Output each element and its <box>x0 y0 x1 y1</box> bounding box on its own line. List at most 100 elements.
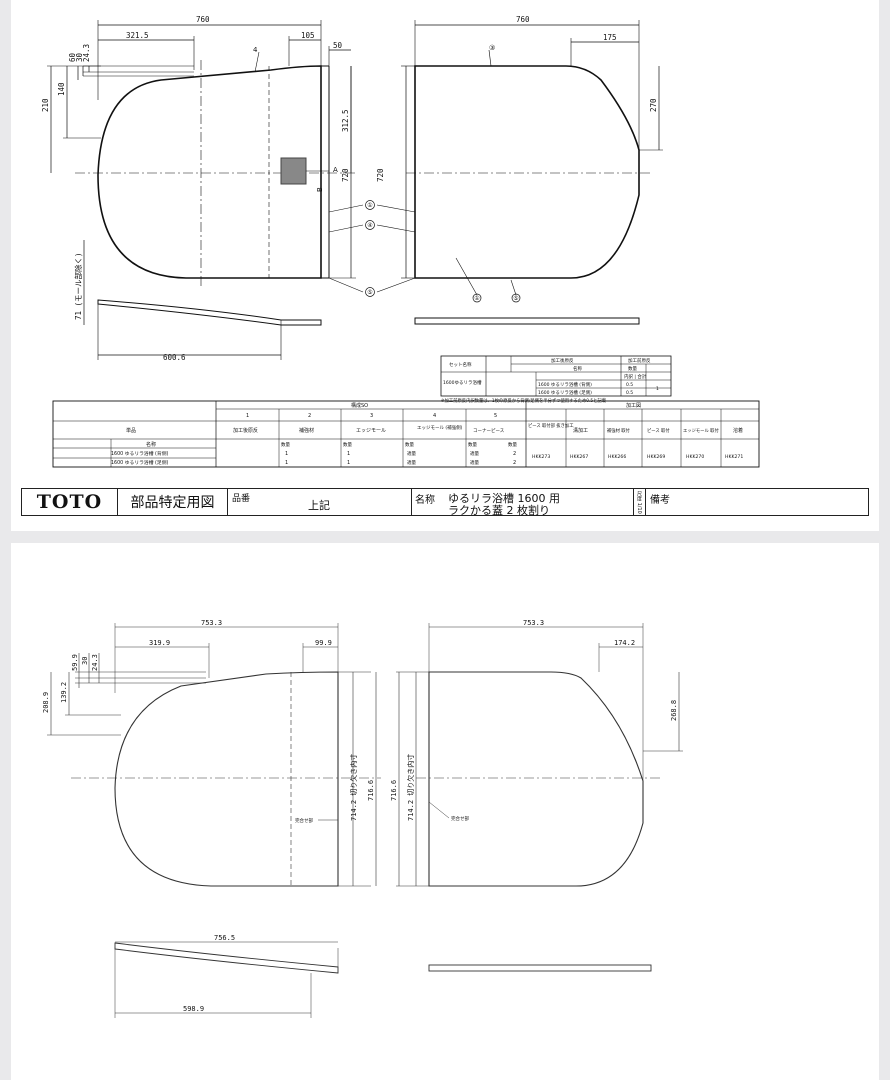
scale-cell: 尺度 1/10 <box>634 489 646 515</box>
set-table-total: 1 <box>656 386 659 392</box>
s2-dim-arc: 756.5 <box>214 934 235 942</box>
biko-label: 備考 <box>650 495 670 506</box>
dim-left-bottom: 600.6 <box>163 353 186 362</box>
set-table-header-left: セット名称 <box>449 361 472 368</box>
dim-left-h8: 71 (モール部除く) <box>73 252 83 320</box>
table-col-num-2: 2 <box>308 413 311 419</box>
set-table-header-right: 加工前原反 <box>628 357 651 364</box>
s2-dim-left-h3: 59.9 <box>71 654 79 671</box>
s2-dim-left-h4: 30 <box>81 657 89 665</box>
table-group-kosei: 構成SO <box>351 402 368 409</box>
dim-left-d3: 50 <box>333 41 343 50</box>
s2-dim-right-h1: 268.8 <box>670 700 678 721</box>
s2-dim-right-d1: 174.2 <box>614 639 635 647</box>
kako-head-1: ピース 取付部 抜き加工 <box>528 422 574 429</box>
kako-code-4: HKK269 <box>647 454 665 460</box>
part-label-4: 4 <box>253 46 258 54</box>
s2-dim-left-cut: 714.2 切り欠き内寸 <box>349 754 358 821</box>
set-table-header-mid: 加工後原反 <box>551 357 574 364</box>
s2-dim-left-width: 753.3 <box>201 619 222 627</box>
table-qty-label-4: 数量 <box>468 441 477 448</box>
table-qty-label-5: 数量 <box>508 441 517 448</box>
dim-left-width: 760 <box>196 15 210 24</box>
s2-dim-right-cut: 714.2 切り欠き内寸 <box>406 754 415 821</box>
dim-left-d1: 321.5 <box>126 31 149 40</box>
toto-logo: TOTO <box>22 489 118 515</box>
dim-left-h7: 720 <box>341 168 350 182</box>
dim-left-h5: 24.3 <box>82 44 91 62</box>
s2-label-kanryo-right: 完合せ部 <box>451 815 469 822</box>
dim-right-h1: 270 <box>649 98 658 112</box>
row2-q5: 2 <box>513 460 516 466</box>
dim-right-h2: 720 <box>376 168 385 182</box>
set-table-row1-qty: 0.5 <box>626 382 633 388</box>
callout-1b: ① <box>474 295 479 302</box>
row2-q1: 1 <box>285 460 288 466</box>
kako-code-2: HKK267 <box>570 454 588 460</box>
table-qty-label-2: 数量 <box>343 441 352 448</box>
table-col-head-2: 補強材 <box>299 427 314 434</box>
table-col-head-4: エッジモール (補強側) <box>417 424 463 431</box>
table-group-kako: 加工図 <box>626 402 641 409</box>
table-row2-name: 1600 ゆるリラ浴槽 (足側) <box>111 459 169 466</box>
hinban-cell: 品番 上記 <box>228 489 412 515</box>
hinban-label: 品番 <box>232 494 251 504</box>
kako-code-3: HKK266 <box>608 454 626 460</box>
kako-head-6: 溶着 <box>733 427 743 434</box>
s2-dim-left-h6: 716.6 <box>367 780 375 801</box>
table-col-head-1: 加工後原反 <box>233 427 258 434</box>
set-table-sub-qty: 数量 <box>628 365 637 372</box>
table-row1-name: 1600 ゆるリラ浴槽 (背側) <box>111 450 169 457</box>
s2-dim-left-h2: 139.2 <box>60 682 68 703</box>
dim-left-h6: 312.5 <box>341 109 350 132</box>
s2-dim-right-width: 753.3 <box>523 619 544 627</box>
row1-q4: 適量 <box>470 450 479 457</box>
table-col-head-3: エッジモール <box>356 428 386 434</box>
name-label: 名称 <box>415 495 435 506</box>
table-col-num-5: 5 <box>494 413 497 419</box>
callout-4: ④ <box>367 222 372 229</box>
row1-q1: 1 <box>285 451 288 457</box>
row1-q3: 適量 <box>407 450 416 457</box>
kako-head-3: 補強材 取付 <box>607 427 631 434</box>
s2-dim-right-h6: 716.6 <box>390 780 398 801</box>
name-line-2: ラクかる蓋 2 枚割り <box>448 504 550 517</box>
callout-1: ① <box>367 202 372 209</box>
table-qty-label-1: 数量 <box>281 441 290 448</box>
set-table-sub-qty2: 内訳 | 合計 <box>624 373 647 380</box>
document-type: 部品特定用図 <box>118 489 228 515</box>
callout-5: ⑤ <box>367 289 372 296</box>
set-table-row1-name: 1600 ゆるリラ浴槽 (背側) <box>538 381 592 388</box>
dim-left-h1: 210 <box>41 98 50 112</box>
section-label-b: B <box>316 187 324 192</box>
biko-cell: 備考 <box>646 489 868 515</box>
title-block: TOTO 部品特定用図 品番 上記 名称 ゆるリラ浴槽 1600 用 ラクかる蓋… <box>21 488 869 517</box>
section-label-a: A <box>333 166 338 174</box>
dim-left-d2: 105 <box>301 31 315 40</box>
kako-head-2: 溝加工 <box>573 427 588 434</box>
s2-label-kanryo-left: 完合せ部 <box>295 817 313 824</box>
technical-drawing-1: 760 321.5 105 50 760 175 600.6 210 140 6… <box>41 15 760 468</box>
s2-dim-bottom: 598.9 <box>183 1005 204 1013</box>
s2-dim-left-h5: 24.3 <box>91 654 99 671</box>
drawing-sheet-2: 753.3 319.9 99.9 753.3 174.2 756.5 598.9… <box>11 543 879 1080</box>
kako-head-5: エッジモール 取付 <box>683 427 719 434</box>
dim-right-width: 760 <box>516 15 530 24</box>
s2-dim-left-d2: 99.9 <box>315 639 332 647</box>
table-col-num-1: 1 <box>246 413 249 419</box>
set-table-row2-name: 1600 ゆるリラ浴槽 (足側) <box>538 389 592 396</box>
dim-left-h4: 30 <box>75 52 84 62</box>
technical-drawing-2: 753.3 319.9 99.9 753.3 174.2 756.5 598.9… <box>42 619 683 1018</box>
row2-q4: 適量 <box>470 459 479 466</box>
name-line-1: ゆるリラ浴槽 1600 用 <box>448 492 560 505</box>
table-col-num-3: 3 <box>370 413 373 419</box>
row1-q2: 1 <box>347 451 350 457</box>
part-label-3: ③ <box>489 44 495 52</box>
dim-left-h3: 60 <box>68 52 77 62</box>
row2-q3: 適量 <box>407 459 416 466</box>
table-qty-label-3: 数量 <box>405 441 414 448</box>
callout-5b: ⑤ <box>513 295 518 302</box>
drawing-sheet-1: 760 321.5 105 50 760 175 600.6 210 140 6… <box>11 0 879 531</box>
kako-head-4: ピース 取付 <box>647 427 670 434</box>
dim-left-h2: 140 <box>57 82 66 96</box>
